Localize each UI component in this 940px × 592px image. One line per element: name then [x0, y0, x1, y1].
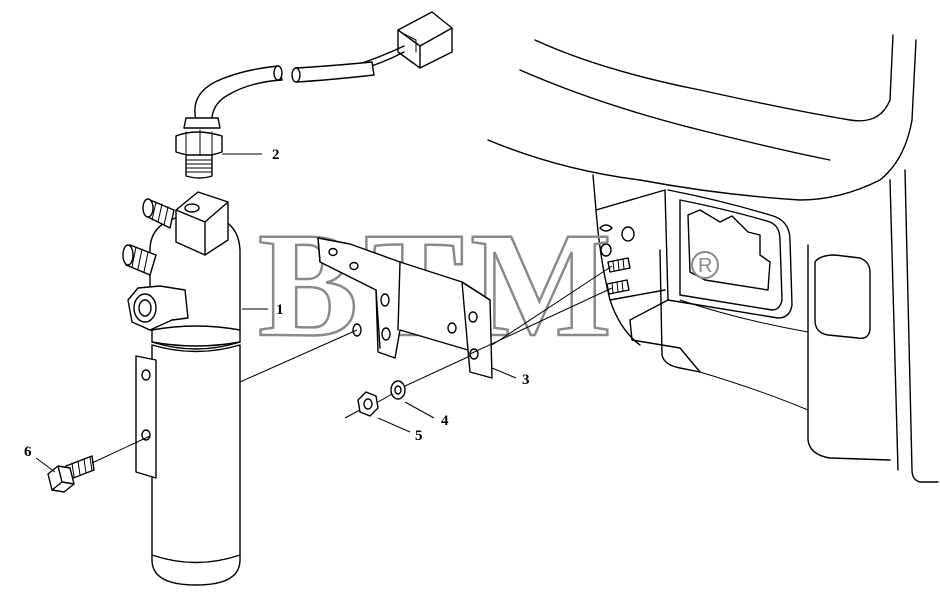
callouts: 1 2 3 4 5 6 [24, 147, 530, 460]
receiver-drier [122, 191, 241, 586]
watermark-registered-mark: R [698, 255, 712, 277]
callout-1: 1 [276, 302, 284, 318]
callout-4: 4 [441, 413, 449, 429]
bolt [47, 455, 95, 493]
washer [390, 380, 406, 400]
callout-6: 6 [24, 444, 32, 460]
callout-5: 5 [415, 428, 423, 444]
assembly-lines [35, 153, 613, 473]
nut [357, 391, 379, 417]
registered-mark-icon [691, 251, 719, 279]
bracket [317, 237, 493, 379]
callout-3: 3 [522, 372, 530, 388]
pressure-switch [175, 11, 453, 179]
callout-2: 2 [272, 147, 280, 163]
cab-panel [487, 34, 939, 483]
